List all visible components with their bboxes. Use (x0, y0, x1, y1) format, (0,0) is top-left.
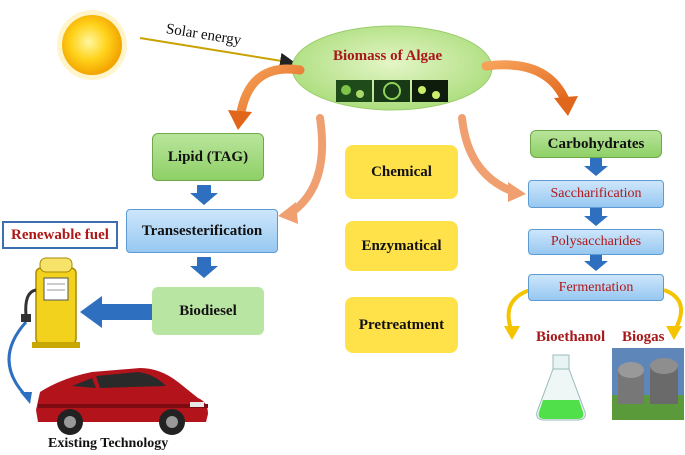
solar-energy-arrow (139, 37, 296, 69)
lipid-box: Lipid (TAG) (152, 133, 264, 181)
sun-icon (57, 10, 127, 80)
algae-images (336, 80, 448, 102)
renewable-fuel-box: Renewable fuel (2, 221, 118, 249)
arrow-biomass-to-saccharification (458, 114, 518, 196)
flask-icon (536, 354, 586, 421)
fermentation-box: Fermentation (528, 274, 664, 301)
arrow-biodiesel-to-fuel (80, 296, 152, 328)
biodiesel-box: Biodiesel (152, 287, 264, 335)
arrow-fermentation-to-bioethanol (506, 288, 531, 333)
arrow-transesterification-to-biodiesel (190, 257, 218, 278)
carbohydrates-box: Carbohydrates (530, 130, 662, 158)
polysaccharides-box: Polysaccharides (528, 229, 664, 255)
arrow-saccharification-to-polysaccharides (584, 208, 608, 226)
bioethanol-label: Bioethanol (536, 329, 606, 345)
arrow-carbohydrates-to-saccharification (584, 158, 608, 176)
arrow-biomass-to-lipid (235, 64, 305, 123)
biogas-plant-icon (612, 348, 684, 420)
biomass-label: Biomass of Algae (333, 48, 443, 64)
existing-technology-label: Existing Technology (48, 436, 169, 451)
chemical-box: Chemical (345, 145, 458, 199)
car-icon (36, 368, 208, 435)
saccharification-box: Saccharification (528, 180, 664, 208)
arrow-fuel-to-car (7, 321, 28, 398)
arrow-biomass-to-carbohydrates (481, 60, 571, 107)
arrow-polysaccharides-to-fermentation (584, 253, 608, 271)
arrow-fermentation-to-biogas (663, 288, 684, 333)
enzymatical-box: Enzymatical (345, 221, 458, 271)
arrow-lipid-to-transesterification (190, 185, 218, 205)
arrow-biomass-to-transesterification (288, 114, 327, 216)
biogas-label: Biogas (622, 329, 665, 345)
pretreatment-box: Pretreatment (345, 297, 458, 353)
transesterification-box: Transesterification (126, 209, 278, 253)
fuel-pump-icon (21, 257, 80, 348)
